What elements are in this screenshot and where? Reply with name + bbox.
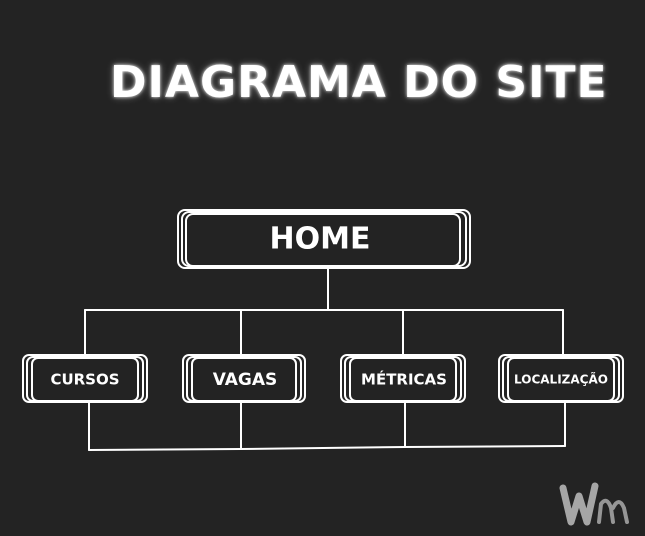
node-home-label: HOME bbox=[270, 222, 371, 257]
node-localizacao bbox=[498, 354, 624, 403]
node-cursos bbox=[22, 354, 148, 403]
node-home bbox=[177, 209, 471, 269]
wm-logo-icon bbox=[559, 482, 629, 526]
node-vagas-label: VAGAS bbox=[213, 370, 278, 390]
node-localizacao-label: LOCALIZAÇÃO bbox=[514, 372, 608, 387]
connector-bottom-bus bbox=[88, 445, 566, 451]
node-metricas-label: MÉTRICAS bbox=[361, 370, 447, 389]
node-cursos-label: CURSOS bbox=[50, 371, 119, 389]
node-vagas bbox=[182, 354, 306, 403]
node-metricas bbox=[340, 354, 466, 403]
diagram-title: DIAGRAMA DO SITE bbox=[110, 57, 608, 108]
